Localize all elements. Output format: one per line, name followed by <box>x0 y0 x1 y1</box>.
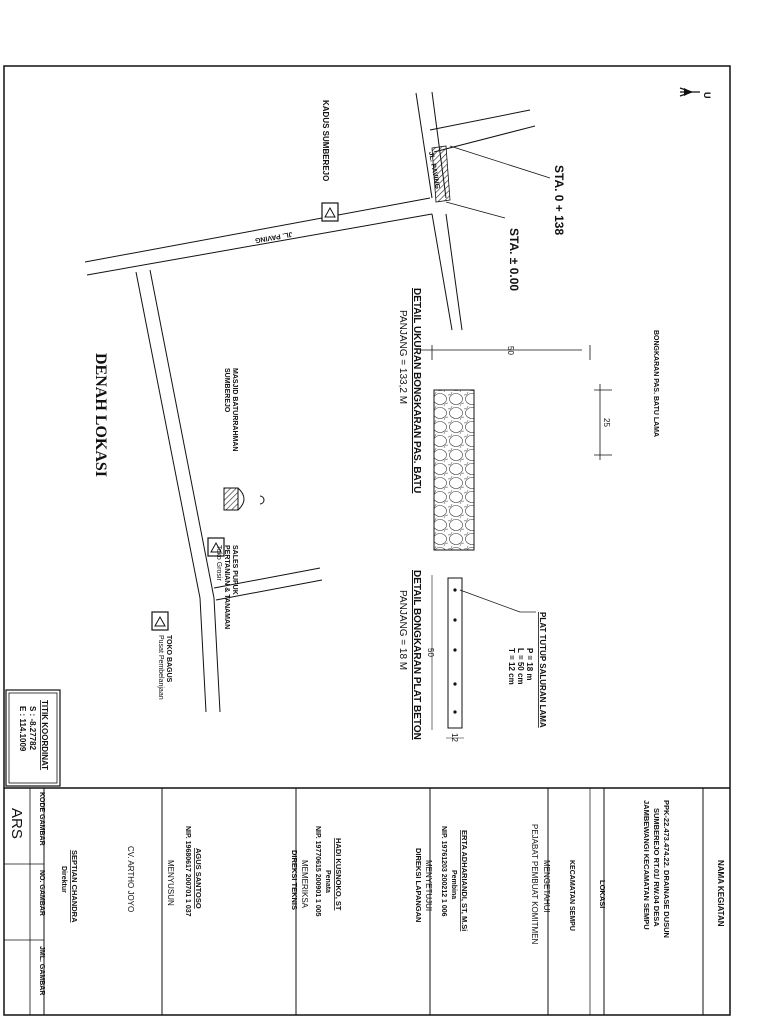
kadus-label: KADUS SUMBEREJO <box>321 100 330 181</box>
road-vertical-edge <box>135 271 201 599</box>
kegiatan-text: SUMBEREJO RT.01/ RW.04 DESA <box>652 808 661 927</box>
kode-label: KODE GAMBAR <box>38 792 45 846</box>
toko-label: TOKO BAGUS Pusat Pembelanjaan <box>157 635 172 700</box>
svg-text:SALES PUPUK: SALES PUPUK <box>231 545 238 595</box>
title-block: NAMA KEGIATAN PPK-22.473.474.22. DRAINAS… <box>4 788 725 1015</box>
leader-line <box>459 589 521 613</box>
coordinate-box: TITIK KOORDINAT S : -8.27782 E : 114.100… <box>5 689 61 787</box>
rebar-dots <box>453 588 457 714</box>
house-icon <box>321 202 339 222</box>
dim-batu-h: 25 <box>602 418 611 427</box>
hadi-name: HADI KUSNOKO, ST <box>334 838 343 911</box>
batu-length: PANJANG = 133,2 M <box>397 310 408 404</box>
no-label: NO. GAMBAR <box>38 870 45 916</box>
dim-batu-w: 50 <box>506 346 515 355</box>
direktur-name: SEPTIAN CHANDRA <box>70 850 79 923</box>
svg-text:Pusat Pembelanjaan: Pusat Pembelanjaan <box>157 635 164 700</box>
ppk-title: Pembina <box>450 870 457 899</box>
cv-name: CV. ARTHO JOYO <box>126 846 135 912</box>
sta-leader <box>445 201 506 219</box>
map-title: DENAH LOKASI <box>92 353 109 477</box>
direksi-lap-label: DIREKSI LAPANGAN <box>414 848 423 922</box>
svg-text:SUMBEREJO: SUMBEREJO <box>223 368 230 413</box>
north-arrow-icon <box>679 87 700 97</box>
beton-label: PLAT TUTUP SALURAN LAMA <box>538 612 547 728</box>
kegiatan-text: PPK-22.473.474.22. DRAINASE DUSUN <box>662 800 671 938</box>
sta-leader <box>449 145 551 179</box>
direktur-title: Direktur <box>60 866 67 893</box>
road-vertical-edge <box>149 269 215 599</box>
svg-text:MASJID BATURRAHMAN: MASJID BATURRAHMAN <box>231 368 238 451</box>
menyusun-label: MENYUSUN <box>166 860 175 906</box>
coord-s: S : -8.27782 <box>28 706 37 751</box>
stone-section <box>433 389 475 551</box>
road-vertical-edge <box>213 597 221 713</box>
svg-text:Toko Grosir: Toko Grosir <box>215 545 222 581</box>
batu-title: DETAIL UKURAN BONGKARAN PAS. BATU <box>411 288 422 493</box>
house-icon <box>207 537 225 557</box>
dim-beton-w: 50 <box>426 648 435 657</box>
north-label: U <box>702 92 712 99</box>
concrete-slab <box>447 577 463 729</box>
beton-title: DETAIL BONGKARAN PLAT BETON <box>411 570 422 740</box>
house-icon <box>151 611 169 631</box>
agus-name: AGUS SANTOSO <box>194 848 203 909</box>
road-paving-edge <box>84 197 431 263</box>
sales-label: SALES PUPUK PERTANIAN & TANAMAN Toko Gro… <box>215 545 238 629</box>
beton-spec: L = 50 cm <box>516 648 525 685</box>
dim-beton-h: 12 <box>450 733 459 742</box>
detail-beton: 50 12 PLAT TUTUP SALURAN LAMA P = 18 m L… <box>397 570 547 742</box>
detail-batu: 50 25 BONGKARAN PAS. BATU LAMA DETAIL UK… <box>397 288 659 551</box>
sta-start-label: STA. 0 + 138 <box>552 165 566 235</box>
road-top-edge <box>433 125 536 153</box>
beton-length: PANJANG = 18 M <box>397 590 408 670</box>
mengetahui-label: MENGETAHUI <box>542 860 551 913</box>
drain-segment <box>431 145 451 203</box>
kode-value: ARS <box>8 808 25 839</box>
svg-text:TOKO BAGUS: TOKO BAGUS <box>165 635 172 683</box>
coord-title: TITIK KOORDINAT <box>40 700 49 770</box>
road-top-edge <box>429 109 531 131</box>
road-drain-edge <box>415 92 433 199</box>
road-vertical-edge <box>199 597 207 713</box>
ppk-name: ERTA ADHARIANDI, ST, M.Si <box>460 830 469 931</box>
pejabat-label: PEJABAT PEMBUAT KOMITMEN <box>530 824 539 945</box>
memeriksa-label: MEMERIKSA <box>300 860 309 909</box>
agus-nip: NIP. 19680617 200701 1 037 <box>184 826 191 917</box>
road-paving-edge <box>86 213 433 276</box>
kegiatan-label: NAMA KEGIATAN <box>716 860 725 927</box>
beton-spec: P = 18 m <box>525 648 534 681</box>
batu-label: BONGKARAN PAS. BATU LAMA <box>652 330 659 437</box>
hadi-title: Penata <box>324 870 331 893</box>
kegiatan-text: JAMBEWANGI KECAMATAN SEMPU <box>642 800 651 930</box>
road-side-edge <box>215 579 323 601</box>
sheet-border <box>3 65 731 1016</box>
hadi-nip: NIP. 19770615 200901 1 005 <box>314 826 321 917</box>
direksi-teknis-label: DIREKSI TEKNIS <box>290 850 299 910</box>
road-lower-edge <box>431 213 453 331</box>
location-map: U DENAH LOKASI KADUS SUMBEREJO JL. PAVIN… <box>84 87 712 713</box>
jml-label: JML. GAMBAR <box>38 946 45 995</box>
masjid-label: MASJID BATURRAHMAN SUMBEREJO <box>223 368 238 451</box>
lokasi-label: LOKASI <box>598 880 607 908</box>
lokasi-value: KECAMATAN SEMPU <box>568 860 575 931</box>
road-side-edge <box>213 567 321 589</box>
road-lower-edge <box>445 213 463 331</box>
sta-end-label: STA. ± 0.00 <box>507 228 521 291</box>
beton-spec: T = 12 cm <box>507 648 516 685</box>
coord-e: E : 114.1009 <box>18 706 27 752</box>
svg-text:PERTANIAN & TANAMAN: PERTANIAN & TANAMAN <box>223 545 230 629</box>
menyetujui-label: MENYETUJUI <box>424 860 433 911</box>
mosque-icon <box>223 487 265 511</box>
ppk-nip: NIP. 19761203 200212 1 006 <box>440 826 447 917</box>
